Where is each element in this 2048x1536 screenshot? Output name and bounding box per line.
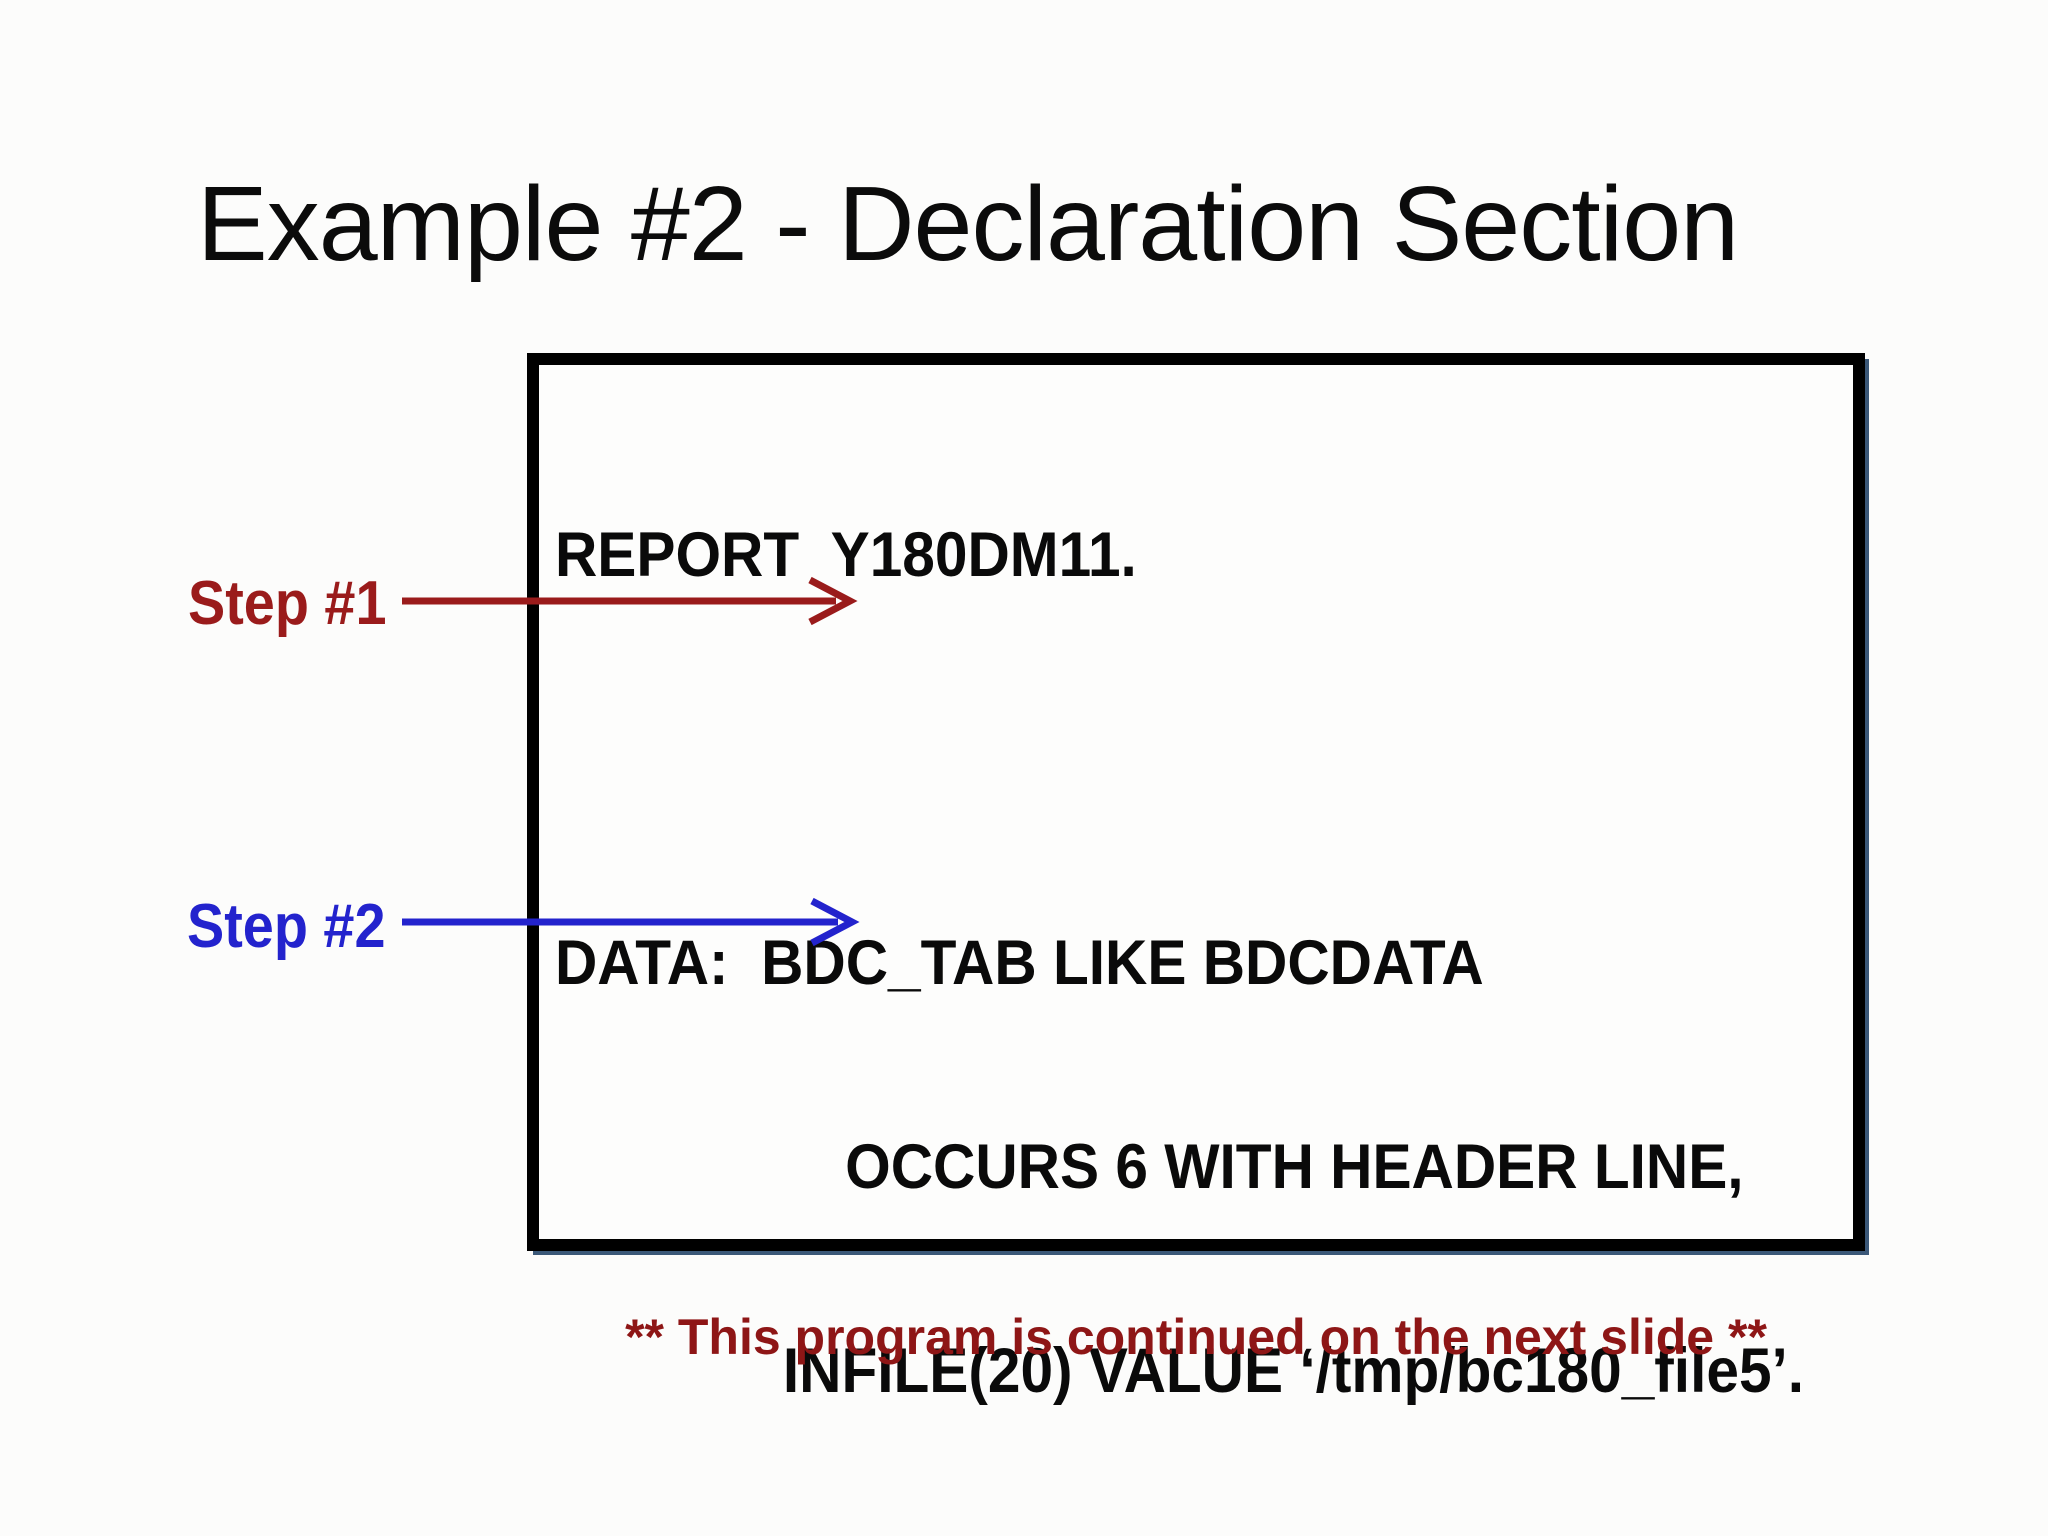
code-line: INFILE(20) VALUE ‘/tmp/bc180_file5’. (782, 1336, 1805, 1406)
step1-label: Step #1 (188, 569, 387, 638)
code-block: REPORT Y180DM11. DATA: BDC_TAB LIKE BDCD… (555, 385, 1857, 1536)
code-line: DATA: BDC_TAB LIKE BDCDATA (555, 928, 1484, 998)
code-line (555, 725, 1857, 793)
code-line: REPORT Y180DM11. (555, 520, 1137, 590)
code-box (527, 353, 1865, 1251)
code-line: OCCURS 6 WITH HEADER LINE, (845, 1132, 1744, 1202)
step2-label: Step #2 (187, 892, 386, 961)
footer-note: ** This program is continued on the next… (625, 1309, 1767, 1365)
slide-title: Example #2 - Declaration Section (197, 165, 1739, 284)
